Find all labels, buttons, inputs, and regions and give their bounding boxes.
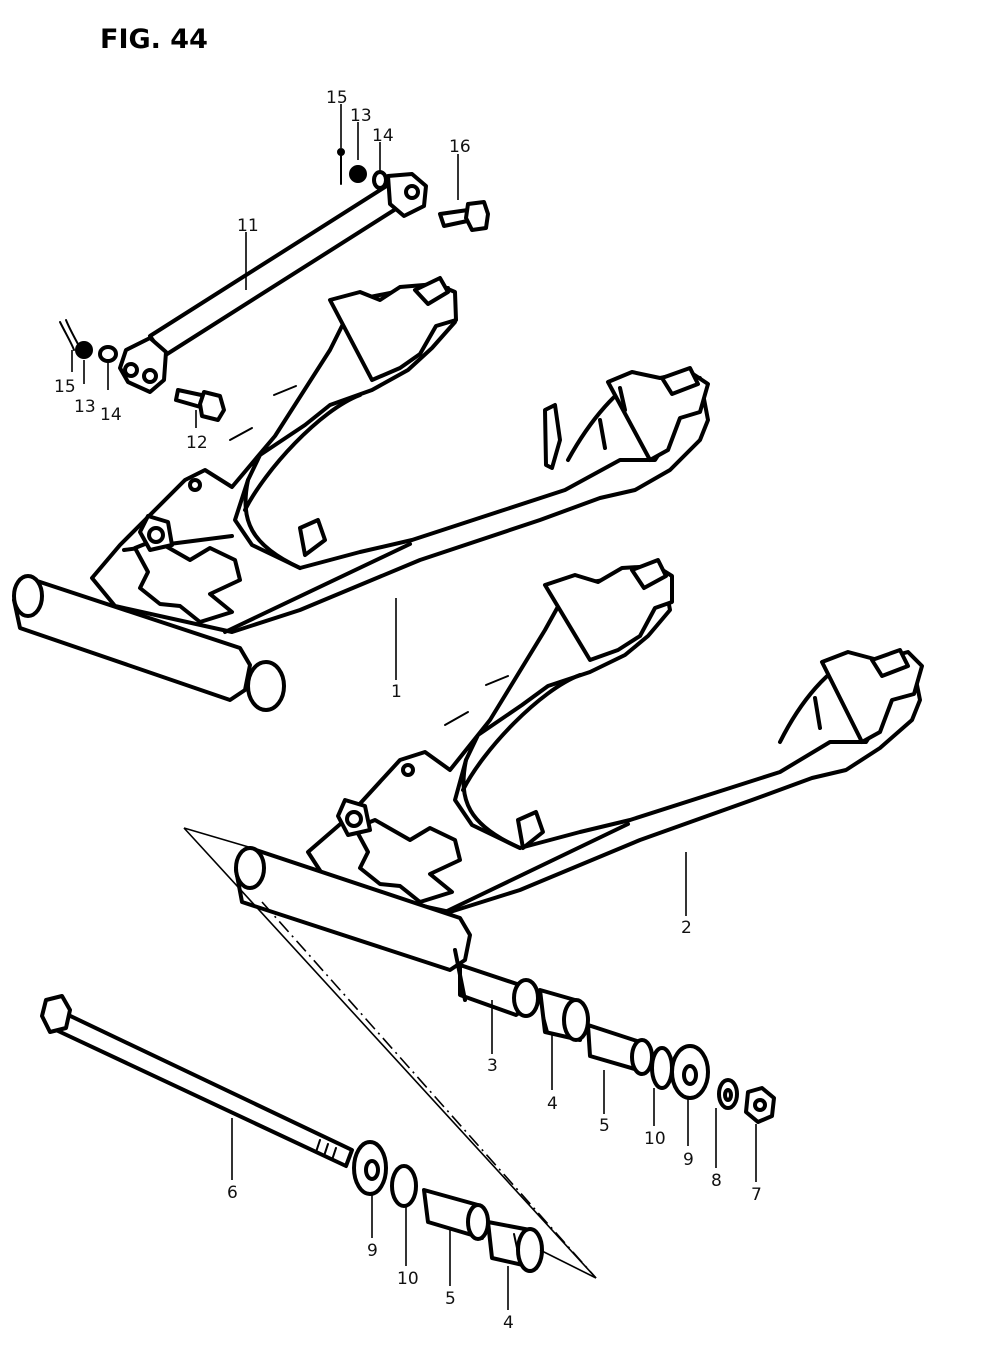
- alignment-lines: [183, 827, 597, 1279]
- callout-10-upper: 10: [644, 1129, 666, 1149]
- pivot-shaft-6: [40, 994, 354, 1168]
- callout-12: 12: [186, 433, 208, 453]
- callout-16: 16: [449, 137, 471, 157]
- callout-3: 3: [487, 1056, 498, 1076]
- callout-9-upper: 9: [683, 1150, 694, 1170]
- spacer-5-lower: [422, 1188, 490, 1241]
- bearing-4-lower: [486, 1220, 544, 1273]
- seal-9-upper: [670, 1044, 710, 1100]
- callout-9-lower: 9: [367, 1241, 378, 1261]
- callout-1: 1: [391, 682, 402, 702]
- nut-washer-pin-left: [59, 319, 118, 363]
- washer-10-lower: [390, 1164, 418, 1208]
- washer-8: [717, 1078, 739, 1110]
- torque-link-11: [118, 172, 428, 394]
- callout-15-left: 15: [54, 377, 76, 397]
- swingarm-1: [12, 276, 710, 712]
- spacer-5-upper: [586, 1023, 654, 1076]
- callout-13-left: 13: [74, 397, 96, 417]
- bolt-16: [438, 200, 490, 232]
- bearing-4-upper: [538, 988, 590, 1042]
- callout-8: 8: [711, 1171, 722, 1191]
- callout-13-top: 13: [350, 106, 372, 126]
- nut-washer-pin-top: [337, 148, 388, 190]
- callout-4-lower: 4: [503, 1313, 514, 1333]
- callouts: 15 13 14 16 11 15 13 14 12 1 2 3 4 5 10 …: [54, 88, 762, 1333]
- sleeve-3: [453, 948, 540, 1018]
- seal-9-lower: [352, 1140, 388, 1196]
- callout-6: 6: [227, 1183, 238, 1203]
- callout-14-left: 14: [100, 405, 122, 425]
- callout-10-lower: 10: [397, 1269, 419, 1289]
- callout-14-top: 14: [372, 126, 394, 146]
- leader-lines: [71, 104, 757, 1310]
- callout-4-upper: 4: [547, 1094, 558, 1114]
- callout-7: 7: [751, 1185, 762, 1205]
- callout-2: 2: [681, 918, 692, 938]
- callout-11: 11: [237, 216, 259, 236]
- figure-title: FIG. 44: [100, 24, 208, 55]
- nut-7: [744, 1086, 776, 1124]
- callout-5-lower: 5: [445, 1289, 456, 1309]
- callout-5-upper: 5: [599, 1116, 610, 1136]
- bolt-12: [174, 388, 226, 422]
- callout-15-top: 15: [326, 88, 348, 108]
- swingarm-2: [234, 558, 924, 972]
- washer-10-upper: [650, 1046, 674, 1090]
